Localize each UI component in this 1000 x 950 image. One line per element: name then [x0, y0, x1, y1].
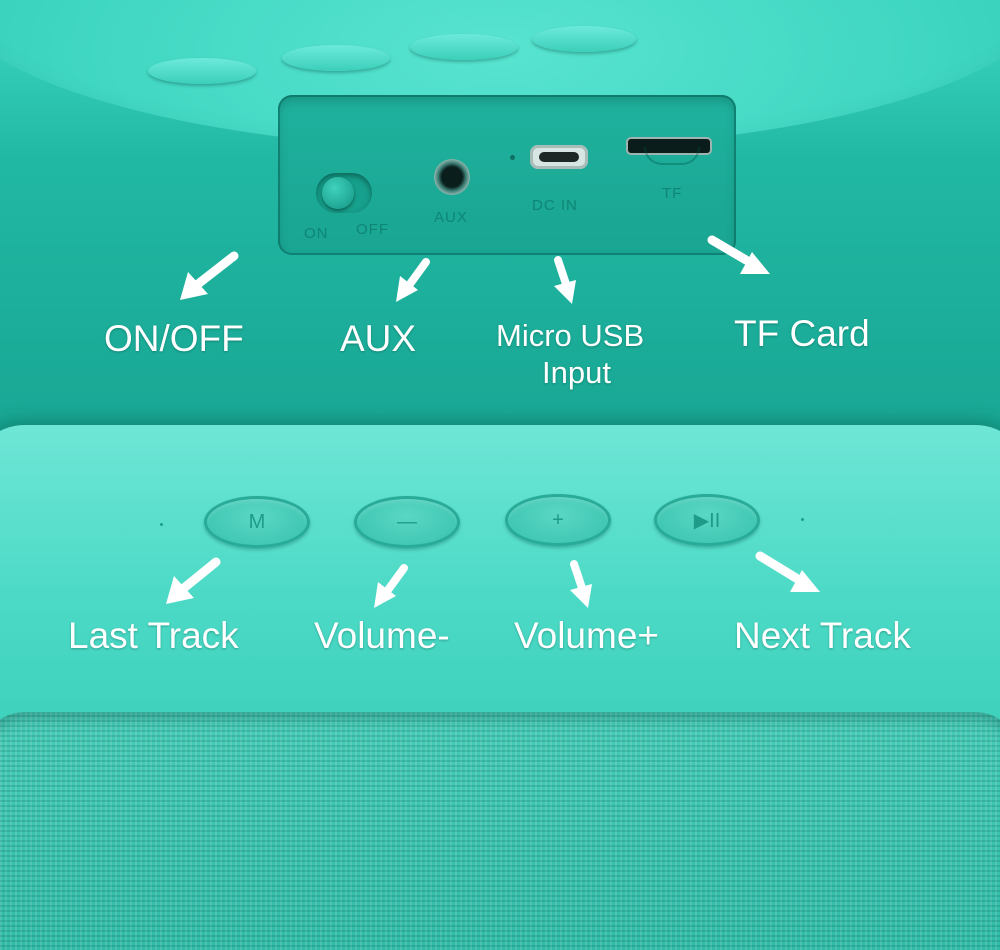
control-pin-right: [801, 518, 804, 521]
callout-micro-usb-line2: Input: [542, 355, 611, 390]
callout-volume-plus: Volume+: [514, 615, 660, 656]
mode-button[interactable]: M: [204, 496, 310, 548]
arrow-on-off-icon: [180, 251, 239, 300]
tf-port-label: TF: [662, 185, 683, 202]
arrow-next-track-icon: [755, 551, 820, 592]
micro-usb-port: [530, 145, 588, 169]
volume-down-button-label: —: [397, 510, 417, 533]
play-pause-button[interactable]: ▶II: [654, 494, 760, 546]
top-cap-button-play: [532, 26, 636, 52]
power-switch: [316, 173, 372, 213]
top-cap-button-mode: [148, 58, 256, 84]
callout-on-off: ON/OFF: [104, 318, 244, 359]
callout-micro-usb-line1: Micro USB: [496, 318, 645, 353]
arrow-micro-usb-icon: [554, 256, 576, 304]
arrow-volume-plus-icon: [570, 560, 592, 608]
arrow-tf-card-icon: [707, 235, 770, 274]
fabric-grille: [0, 712, 1000, 950]
switch-on-label: ON: [304, 225, 329, 242]
callout-aux: AUX: [340, 318, 417, 359]
top-cap-button-plus: [282, 45, 390, 71]
micro-usb-port-inner: [539, 152, 579, 162]
volume-up-button[interactable]: +: [505, 494, 611, 546]
callout-volume-minus: Volume-: [314, 615, 450, 656]
callout-tf-card: TF Card: [734, 313, 870, 354]
top-cap-button-minus: [410, 34, 518, 60]
aux-jack: [434, 159, 470, 195]
tf-card-slot-notch: [644, 147, 700, 165]
mode-button-label: M: [248, 510, 266, 533]
arrow-aux-icon: [396, 258, 430, 302]
usb-led-dot: [510, 155, 515, 160]
arrow-volume-minus-icon: [374, 564, 408, 608]
aux-port-label: AUX: [434, 209, 468, 226]
arrow-last-track-icon: [166, 557, 221, 604]
control-pin-left: [160, 523, 163, 526]
switch-off-label: OFF: [356, 221, 389, 238]
play-pause-icon: ▶II: [693, 509, 721, 532]
volume-up-button-label: +: [552, 508, 564, 531]
power-switch-knob: [322, 177, 354, 209]
volume-down-button[interactable]: —: [354, 496, 460, 548]
callout-next-track: Next Track: [734, 615, 911, 656]
dc-in-label: DC IN: [532, 197, 578, 214]
port-panel: ON OFF AUX DC IN TF: [278, 95, 736, 255]
callout-last-track: Last Track: [68, 615, 239, 656]
